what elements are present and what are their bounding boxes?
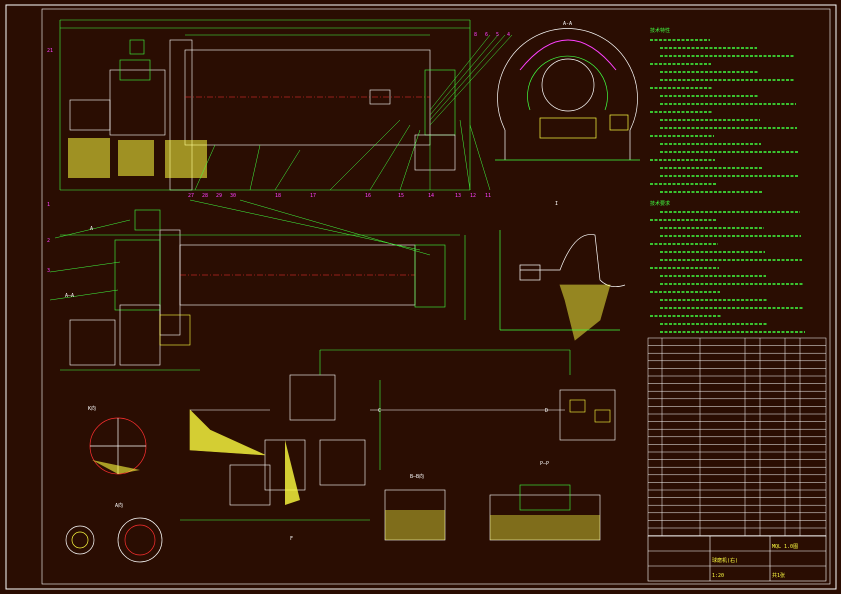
top-leader-lines [194,34,513,191]
label-view-d: D [545,408,548,414]
label-a: A [90,226,93,232]
notes-heading: 技术特性 [650,27,670,34]
technical-notes [650,39,805,333]
middle-leader-lines [49,199,431,301]
section-aa-view [495,28,640,161]
label-view-a: A-A [563,21,572,27]
right-small-detail [559,389,616,441]
label-view-k: K向 [88,405,96,412]
callout-top-3: 4 [507,32,510,38]
top-mill-elevation [59,19,471,191]
callout-mid-10: 12 [470,193,476,199]
callout-mid-9: 13 [455,193,461,199]
callout-mid-3: 30 [230,193,236,199]
title-code: MQL 1.0图 [772,544,798,550]
lower-assembly [180,349,571,521]
callout-mid-4: 18 [275,193,281,199]
callout-mid-7: 15 [398,193,404,199]
callout-top-1: 6 [485,32,488,38]
callout-mid-8: 14 [428,193,434,199]
callout-mid-1: 28 [202,193,208,199]
title-scale: 1:20 [712,573,724,579]
top-foundation [68,134,456,178]
middle-mill-plan [60,209,466,371]
callout-top-0: 8 [474,32,477,38]
bottom-left-circles [65,417,163,563]
callout-mid-5: 17 [310,193,316,199]
label-view-pp: P—P [540,461,549,467]
notes-heading-2: 技术要求 [650,200,670,207]
parts-list-table [647,337,827,537]
detail-f-view [499,230,626,341]
title-block [647,535,827,582]
callout-mid-6: 16 [365,193,371,199]
callout-top-2: 5 [496,32,499,38]
label-aa: A—A [65,293,74,299]
callout-mid-11: 11 [485,193,491,199]
callout-mid-0: 27 [188,193,194,199]
inner-frame [41,8,831,585]
outer-frame [5,4,837,590]
text-labels: A-A I P—P B—B向 K向 C D A A—A A向 F 8 6 5 4… [47,21,798,579]
label-view-section: I [555,201,558,207]
title-name: 球磨机(右) [712,557,738,564]
label-left: A向 [115,502,123,509]
label-view-c: C [378,408,381,414]
callout-left-0: 1 [47,202,50,208]
title-sheet: 共1张 [772,572,785,579]
label-view-detail: F [290,536,293,542]
callout-left-2: 3 [47,268,50,274]
view-bb-pp [384,484,601,541]
callout-left-1: 2 [47,238,50,244]
callout-left-3: 21 [47,48,53,54]
label-view-lower: B—B向 [410,473,424,480]
callout-mid-2: 29 [216,193,222,199]
